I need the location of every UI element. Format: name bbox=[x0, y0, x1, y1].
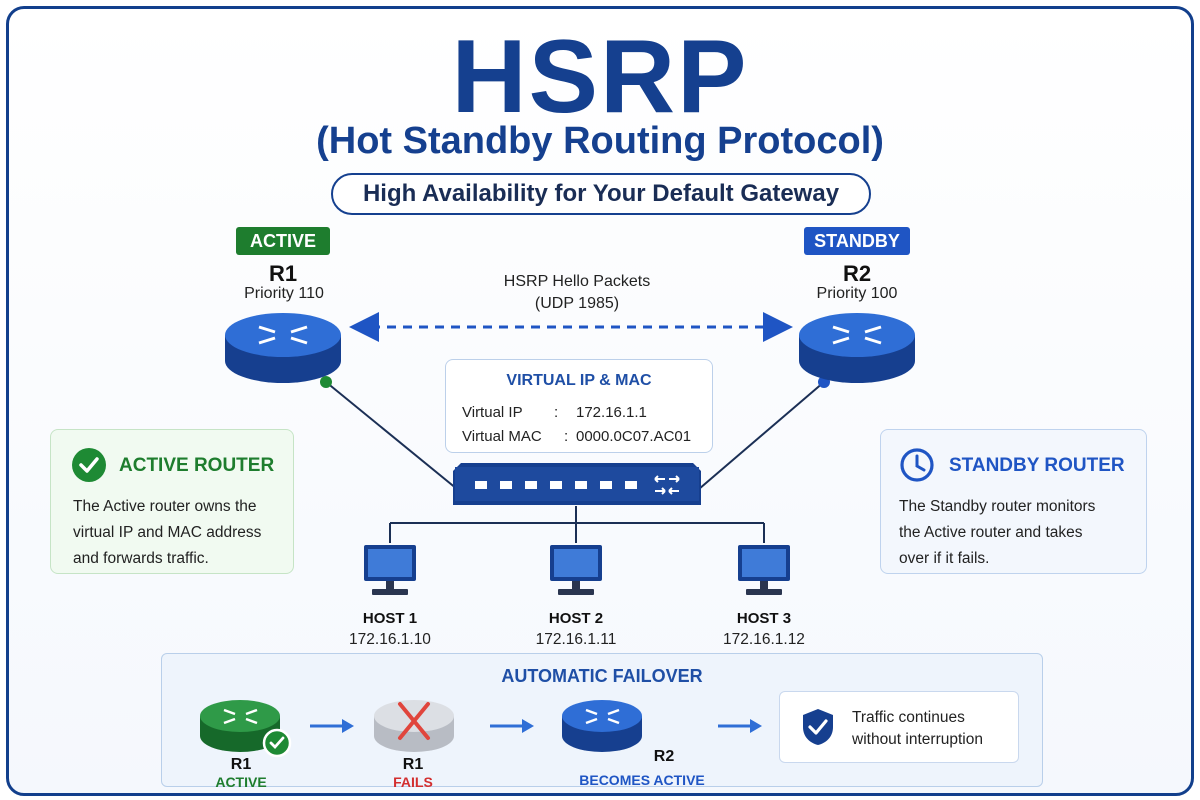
failover-step3-status: BECOMES ACTIVE bbox=[579, 772, 705, 788]
check-badge-icon bbox=[262, 728, 292, 758]
virtual-box-title: VIRTUAL IP & MAC bbox=[506, 372, 652, 389]
r1-name: R1 bbox=[268, 261, 298, 286]
r2-priority: Priority 100 bbox=[816, 285, 898, 302]
traffic-result-text: Traffic continues without interruption bbox=[852, 707, 1012, 751]
active-card-title: ACTIVE ROUTER bbox=[119, 455, 275, 476]
host-3-name: HOST 3 bbox=[736, 610, 792, 627]
router-icon bbox=[799, 313, 915, 383]
active-card-line: virtual IP and MAC address bbox=[73, 524, 262, 541]
standby-card-line: over if it fails. bbox=[899, 550, 990, 567]
r1-switch-link bbox=[325, 381, 458, 490]
failover-step1-name: R1 bbox=[230, 756, 252, 773]
hello-packets-protocol: (UDP 1985) bbox=[534, 295, 620, 312]
r2-name: R2 bbox=[842, 261, 872, 286]
host-2-name: HOST 2 bbox=[548, 610, 604, 627]
page-title: HSRP bbox=[451, 19, 749, 135]
traffic-result-box: Traffic continues without interruption bbox=[779, 691, 1019, 763]
failover-step2-name: R1 bbox=[402, 756, 424, 773]
diagram-frame: HSRP (Hot Standby Routing Protocol) High… bbox=[6, 6, 1194, 796]
failover-step1-status: ACTIVE bbox=[215, 774, 267, 790]
arrow-right-icon bbox=[718, 719, 762, 733]
hello-packets-label: HSRP Hello Packets bbox=[503, 273, 651, 290]
virtual-mac-value: 0000.0C07.AC01 bbox=[576, 428, 692, 445]
shield-check-icon bbox=[803, 709, 833, 745]
router-icon bbox=[374, 700, 454, 752]
standby-card-line: The Standby router monitors bbox=[899, 498, 1096, 515]
standby-card-title: STANDBY ROUTER bbox=[949, 455, 1125, 476]
computer-icon bbox=[550, 545, 602, 595]
arrow-right-icon bbox=[310, 719, 354, 733]
host-1-name: HOST 1 bbox=[362, 610, 418, 627]
virtual-mac-label: Virtual MAC bbox=[462, 428, 542, 445]
failover-title: AUTOMATIC FAILOVER bbox=[501, 666, 703, 686]
virtual-ip-label: Virtual IP bbox=[462, 404, 523, 421]
tagline: High Availability for Your Default Gatew… bbox=[331, 173, 871, 215]
computer-icon bbox=[738, 545, 790, 595]
router-icon bbox=[562, 700, 642, 752]
virtual-ip-mac-box: VIRTUAL IP & MAC Virtual IP : 172.16.1.1… bbox=[445, 359, 713, 453]
failover-step2-status: FAILS bbox=[393, 774, 433, 790]
router-icon bbox=[200, 700, 280, 752]
active-card-line: and forwards traffic. bbox=[73, 550, 209, 567]
host-links bbox=[389, 506, 765, 543]
traffic-line-1: Traffic continues bbox=[852, 709, 965, 726]
r1-priority: Priority 110 bbox=[244, 285, 324, 302]
active-router-card: ACTIVE ROUTER The Active router owns the… bbox=[50, 429, 294, 574]
switch-icon bbox=[453, 463, 701, 505]
r1-status-badge: ACTIVE bbox=[236, 227, 330, 255]
traffic-line-2: without interruption bbox=[852, 731, 983, 748]
r2-status-badge: STANDBY bbox=[804, 227, 910, 255]
virtual-ip-separator: : bbox=[554, 404, 559, 421]
r1-port bbox=[320, 376, 332, 388]
standby-card-line: the Active router and takes bbox=[899, 524, 1083, 541]
host-1-ip: 172.16.1.10 bbox=[349, 631, 431, 648]
router-icon bbox=[225, 313, 341, 383]
clock-icon bbox=[900, 448, 934, 482]
host-2-ip: 172.16.1.11 bbox=[535, 631, 617, 648]
check-circle-icon bbox=[72, 448, 106, 482]
virtual-ip-value: 172.16.1.1 bbox=[576, 404, 647, 421]
virtual-mac-separator: : bbox=[564, 428, 569, 445]
active-card-line: The Active router owns the bbox=[73, 498, 257, 515]
host-3-ip: 172.16.1.12 bbox=[723, 631, 805, 648]
r2-switch-link bbox=[698, 381, 825, 490]
standby-router-card: STANDBY ROUTER The Standby router monito… bbox=[880, 429, 1147, 574]
computer-icon bbox=[364, 545, 416, 595]
failover-step3-name: R2 bbox=[653, 748, 675, 765]
page-subtitle: (Hot Standby Routing Protocol) bbox=[316, 120, 884, 162]
arrow-right-icon bbox=[490, 719, 534, 733]
